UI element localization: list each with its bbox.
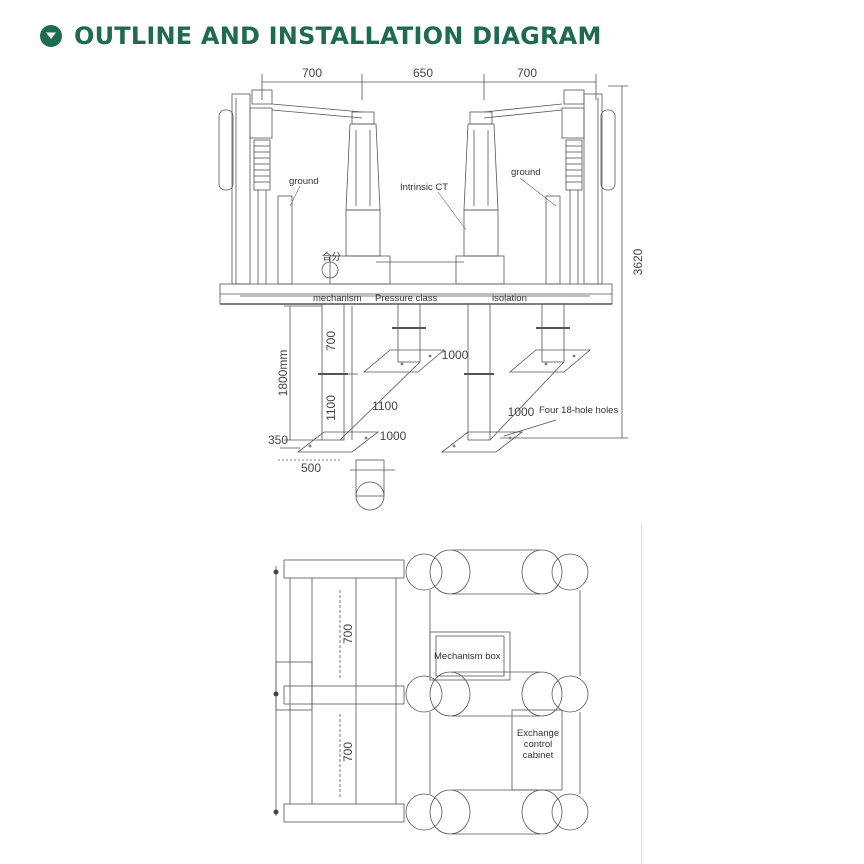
- label-chinese-mark: 合分: [322, 251, 342, 263]
- section-header: OUTLINE AND INSTALLATION DIAGRAM: [40, 22, 602, 50]
- dim-col-lower: 1100: [324, 395, 338, 421]
- label-mechanism-box: Mechanism box: [434, 651, 501, 662]
- label-holes: Four 18-hole holes: [539, 405, 618, 416]
- plan-dim-lower: 700: [341, 742, 355, 762]
- label-exchange-1: Exchange: [517, 728, 559, 739]
- dim-offset: 350: [268, 433, 288, 447]
- dim-col-upper: 700: [324, 331, 338, 351]
- label-intrinsic-ct: Intrinsic CT: [400, 182, 448, 193]
- label-exchange-3: cabinet: [523, 750, 554, 761]
- page-title: OUTLINE AND INSTALLATION DIAGRAM: [74, 22, 602, 50]
- plan-dim-upper: 700: [341, 624, 355, 644]
- dim-top-mid: 650: [413, 66, 433, 80]
- dim-top-left: 700: [302, 66, 322, 80]
- label-exchange-2: control: [524, 739, 553, 750]
- label-mechanism: mechanism: [313, 293, 362, 304]
- vertical-divider: [641, 524, 642, 864]
- dim-plate-lower-right: 1000: [508, 405, 535, 419]
- plan-view: [275, 549, 589, 835]
- label-pressure-class: Pressure class: [375, 293, 438, 304]
- chevron-down-icon: [40, 25, 62, 47]
- dim-base-height: 1800mm: [276, 350, 290, 397]
- dim-top-right: 700: [517, 66, 537, 80]
- label-ground-left: ground: [289, 176, 319, 187]
- dim-total-height: 3620: [631, 248, 645, 275]
- dim-plate-width-lower: 1000: [380, 429, 407, 443]
- dim-plate-left: 1100: [372, 399, 398, 413]
- label-ground-right: ground: [511, 167, 541, 178]
- dim-plate-right: 1000: [442, 348, 469, 362]
- label-isolation: isolation: [492, 293, 527, 304]
- dim-base-width: 500: [301, 461, 321, 475]
